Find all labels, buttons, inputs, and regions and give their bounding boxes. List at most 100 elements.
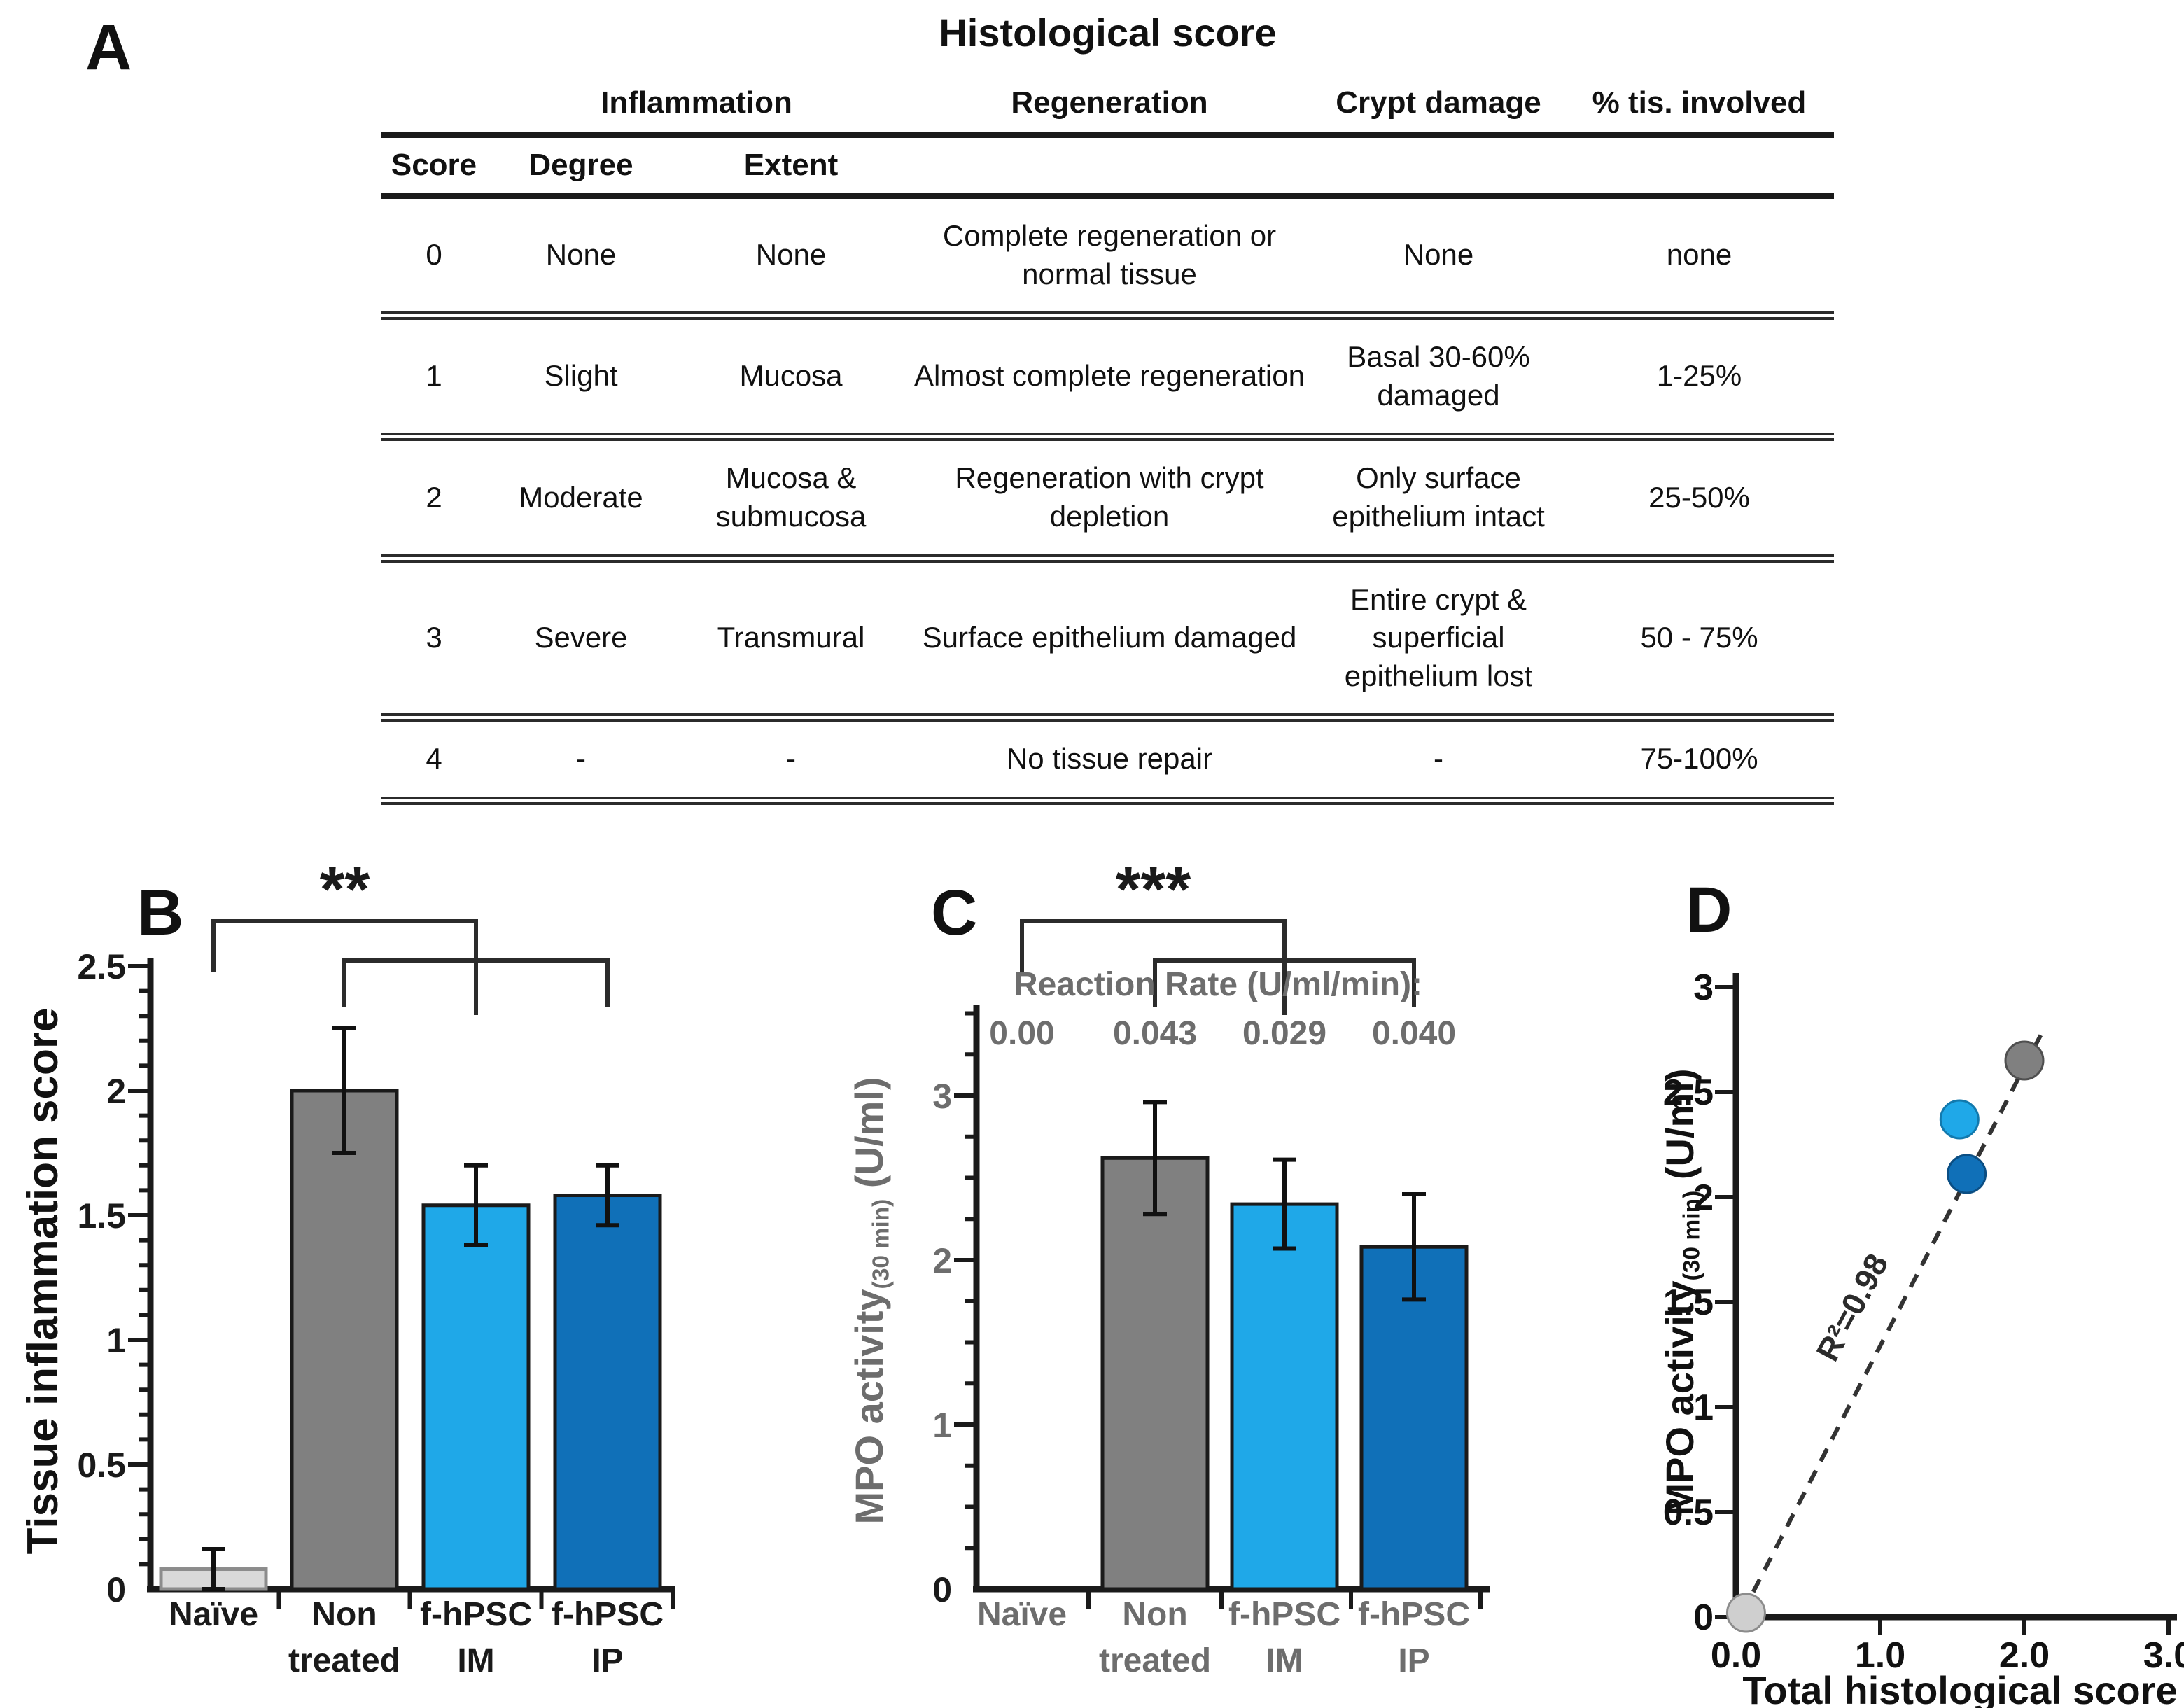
bar bbox=[1230, 1202, 1339, 1591]
panel-d-label: D bbox=[1686, 874, 1732, 946]
cell-extent: Mucosa & submucosa bbox=[676, 437, 906, 563]
cell-crypt-damage: None bbox=[1312, 195, 1564, 321]
cell-score: 0 bbox=[382, 195, 486, 321]
header-degree: Degree bbox=[486, 134, 676, 199]
category-label: Non bbox=[1122, 1596, 1187, 1633]
histology-score-table: Inflammation Regeneration Crypt damage %… bbox=[382, 83, 1834, 805]
table-row: 3 Severe Transmural Surface epithelium d… bbox=[382, 558, 1834, 722]
table-row: 2 Moderate Mucosa & submucosa Regenerati… bbox=[382, 437, 1834, 563]
header-inflammation: Inflammation bbox=[486, 83, 906, 138]
cell-crypt-damage: Entire crypt & superficial epithelium lo… bbox=[1312, 558, 1564, 722]
cell-degree: - bbox=[486, 718, 676, 805]
data-point bbox=[1726, 1592, 1766, 1633]
y-tick-label: 2 bbox=[106, 1072, 126, 1111]
data-point bbox=[2004, 1040, 2045, 1081]
panel-b-label: B bbox=[137, 877, 184, 948]
trendline bbox=[1751, 1032, 2044, 1593]
header-extent: Extent bbox=[676, 134, 906, 199]
category-label: f-hPSC bbox=[1358, 1596, 1470, 1633]
table-sub-header-row: Score Degree Extent bbox=[382, 134, 1834, 199]
significance-stars: *** bbox=[1116, 854, 1191, 925]
empty-header-cell bbox=[382, 83, 486, 138]
cell-extent: Transmural bbox=[676, 558, 906, 722]
category-label: f-hPSC bbox=[1228, 1596, 1340, 1633]
y-tick-label: 0 bbox=[106, 1570, 126, 1609]
category-label: treated bbox=[1099, 1642, 1211, 1679]
cell-degree: Slight bbox=[486, 316, 676, 442]
significance-bracket-lower bbox=[342, 958, 610, 1007]
cell-score: 1 bbox=[382, 316, 486, 442]
table-row: 4 - - No tissue repair - 75-100% bbox=[382, 718, 1834, 805]
y-tick-label: 0 bbox=[932, 1570, 952, 1609]
reaction-rate-value: 0.00 bbox=[989, 1015, 1054, 1052]
cell-tissue: 25-50% bbox=[1564, 437, 1834, 563]
cell-tissue: none bbox=[1564, 195, 1834, 321]
category-label: treated bbox=[288, 1642, 400, 1679]
y-tick-label: 1.5 bbox=[77, 1196, 126, 1236]
table-row: 1 Slight Mucosa Almost complete regenera… bbox=[382, 316, 1834, 442]
header-regeneration: Regeneration bbox=[906, 83, 1312, 138]
y-tick-label: 3 bbox=[1693, 967, 1714, 1008]
bar bbox=[290, 1088, 399, 1591]
category-label: Naïve bbox=[169, 1596, 258, 1633]
cell-tissue: 50 - 75% bbox=[1564, 558, 1834, 722]
category-label: f-hPSC bbox=[420, 1596, 532, 1633]
y-tick-label: 0.5 bbox=[1663, 1492, 1714, 1533]
y-tick-label: 1 bbox=[932, 1406, 952, 1445]
cell-crypt-damage: - bbox=[1312, 718, 1564, 805]
cell-extent: - bbox=[676, 718, 906, 805]
cell-degree: Moderate bbox=[486, 437, 676, 563]
significance-stars: ** bbox=[320, 854, 370, 925]
cell-tissue: 1-25% bbox=[1564, 316, 1834, 442]
data-point bbox=[1947, 1154, 1987, 1194]
x-tick-label: 0.0 bbox=[1711, 1635, 1761, 1676]
panel-c-label: C bbox=[931, 877, 978, 948]
reaction-rate-value: 0.043 bbox=[1113, 1015, 1197, 1052]
panel-a-label: A bbox=[85, 12, 132, 83]
x-tick-label: 3.0 bbox=[2143, 1635, 2184, 1676]
panel-d-x-axis-title: Total histological score bbox=[1742, 1668, 2178, 1708]
category-label: IP bbox=[1398, 1642, 1429, 1679]
table-group-header-row: Inflammation Regeneration Crypt damage %… bbox=[382, 83, 1834, 138]
cell-score: 3 bbox=[382, 558, 486, 722]
empty-header-cell bbox=[1564, 134, 1834, 199]
table-title: Histological score bbox=[939, 10, 1277, 55]
bar bbox=[553, 1194, 662, 1591]
cell-extent: None bbox=[676, 195, 906, 321]
cell-regeneration: Complete regeneration or normal tissue bbox=[906, 195, 1312, 321]
y-tick-label: 0 bbox=[1693, 1597, 1714, 1638]
table-row: 0 None None Complete regeneration or nor… bbox=[382, 195, 1834, 321]
empty-header-cell bbox=[1312, 134, 1564, 199]
y-tick-label: 2.5 bbox=[77, 947, 126, 986]
header-crypt-damage: Crypt damage bbox=[1312, 83, 1564, 138]
panel-c-bar-chart: 0 1 2 3 *** Reaction Rate (U/ml/min): 0.00 0.04… bbox=[932, 854, 1490, 1679]
y-tick-label: 3 bbox=[932, 1077, 952, 1116]
cell-tissue: 75-100% bbox=[1564, 718, 1834, 805]
y-tick-label: 0.5 bbox=[77, 1446, 126, 1485]
reaction-rate-title: Reaction Rate (U/ml/min): bbox=[1014, 966, 1422, 1003]
empty-header-cell bbox=[906, 134, 1312, 199]
r-squared-label: R²=0.98 bbox=[1809, 1247, 1895, 1366]
cell-crypt-damage: Only surface epithelium intact bbox=[1312, 437, 1564, 563]
cell-crypt-damage: Basal 30-60% damaged bbox=[1312, 316, 1564, 442]
category-label: IM bbox=[457, 1642, 494, 1679]
y-tick-label: 2 bbox=[1693, 1177, 1714, 1218]
category-label: IM bbox=[1266, 1642, 1303, 1679]
cell-regeneration: No tissue repair bbox=[906, 718, 1312, 805]
category-label: Non bbox=[312, 1596, 377, 1633]
category-label: IP bbox=[592, 1642, 623, 1679]
cell-degree: None bbox=[486, 195, 676, 321]
category-label: Naïve bbox=[977, 1596, 1067, 1633]
cell-regeneration: Almost complete regeneration bbox=[906, 316, 1312, 442]
cell-score: 2 bbox=[382, 437, 486, 563]
significance-bracket-upper bbox=[1020, 919, 1287, 1015]
cell-regeneration: Surface epithelium damaged bbox=[906, 558, 1312, 722]
bar bbox=[421, 1203, 531, 1591]
cell-regeneration: Regeneration with crypt depletion bbox=[906, 437, 1312, 563]
y-tick-label: 2 bbox=[932, 1241, 952, 1280]
x-tick-label: 2.0 bbox=[1999, 1635, 2050, 1676]
cell-score: 4 bbox=[382, 718, 486, 805]
